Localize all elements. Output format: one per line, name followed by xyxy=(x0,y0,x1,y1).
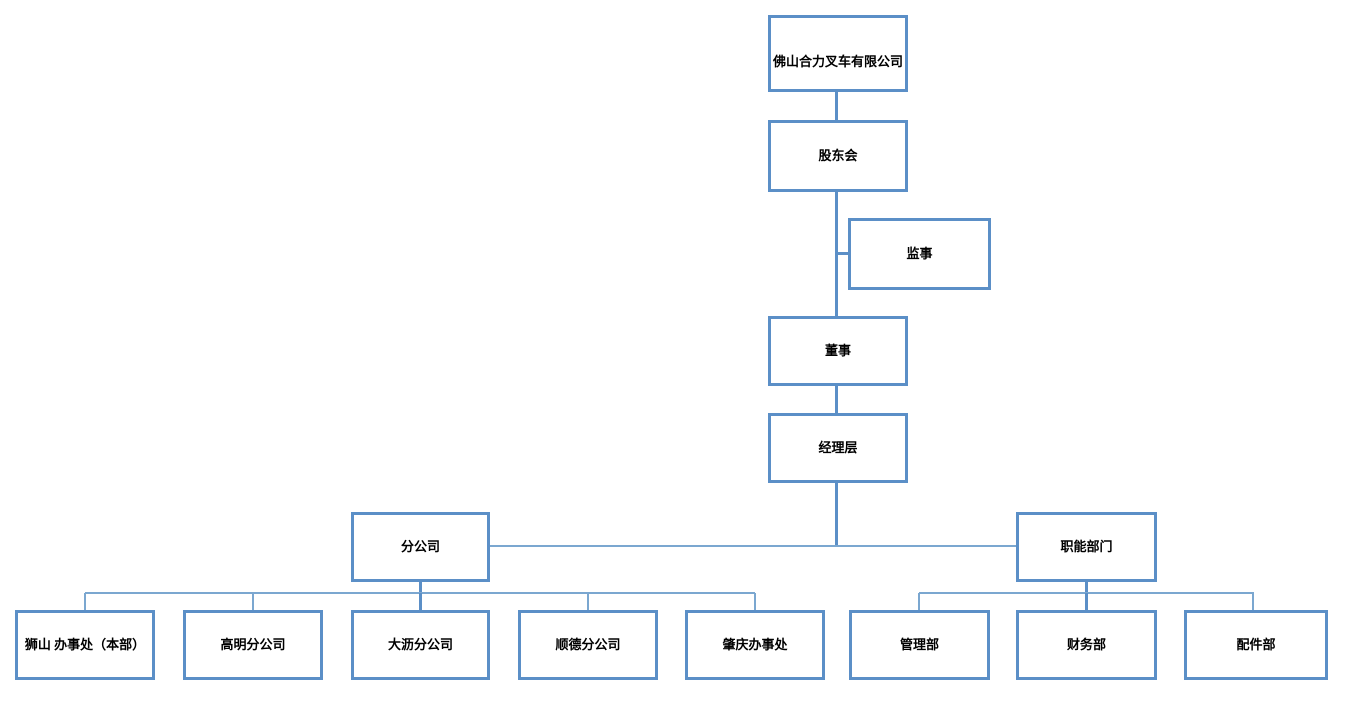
org-node-label-supervisor: 监事 xyxy=(906,246,933,262)
connector-director-to-management xyxy=(835,386,838,413)
org-node-label-functions: 职能部门 xyxy=(1060,539,1113,555)
org-node-branches[interactable]: 分公司 xyxy=(351,512,490,582)
org-node-label-parts: 配件部 xyxy=(1236,637,1276,653)
org-node-director[interactable]: 董事 xyxy=(768,316,908,386)
org-node-finance[interactable]: 财务部 xyxy=(1016,610,1157,680)
org-node-dali[interactable]: 大沥分公司 xyxy=(351,610,490,680)
org-node-gaoming[interactable]: 高明分公司 xyxy=(183,610,323,680)
org-node-label-management: 经理层 xyxy=(818,440,858,456)
org-node-shunde[interactable]: 顺德分公司 xyxy=(518,610,658,680)
org-node-label-finance: 财务部 xyxy=(1066,637,1106,653)
connector-drop-shunde xyxy=(587,593,589,611)
connector-drop-parts xyxy=(1252,593,1254,611)
org-node-label-branches: 分公司 xyxy=(400,539,440,555)
org-node-shareholders[interactable]: 股东会 xyxy=(768,120,908,192)
org-node-label-shareholders: 股东会 xyxy=(818,148,858,164)
connector-drop-dali xyxy=(419,593,422,611)
org-node-label-company: 佛山合力叉车有限公司 xyxy=(772,53,903,69)
connector-drop-zhaoqing xyxy=(754,593,756,611)
org-node-label-dali: 大沥分公司 xyxy=(387,637,453,653)
org-node-label-gaoming: 高明分公司 xyxy=(220,637,286,653)
org-node-label-shishan: 狮山 办事处（本部） xyxy=(24,637,146,653)
connector-management-down-trunk xyxy=(835,483,838,547)
org-node-label-shunde: 顺德分公司 xyxy=(555,637,621,653)
org-node-label-admin: 管理部 xyxy=(899,637,939,653)
connector-functions-drop xyxy=(1085,582,1088,594)
connector-drop-shishan xyxy=(84,593,86,611)
org-node-label-director: 董事 xyxy=(824,343,851,359)
org-node-management[interactable]: 经理层 xyxy=(768,413,908,483)
org-node-admin[interactable]: 管理部 xyxy=(849,610,990,680)
org-node-label-zhaoqing: 肇庆办事处 xyxy=(722,637,788,653)
org-node-shishan[interactable]: 狮山 办事处（本部） xyxy=(15,610,155,680)
connector-company-to-shareholders xyxy=(835,92,838,120)
connector-level5-horizontal-bus xyxy=(490,545,1016,547)
org-node-functions[interactable]: 职能部门 xyxy=(1016,512,1157,582)
connector-supervisor-stub xyxy=(836,252,848,255)
org-node-parts[interactable]: 配件部 xyxy=(1184,610,1328,680)
connector-branches-drop xyxy=(419,582,422,594)
connector-drop-gaoming xyxy=(252,593,254,611)
connector-drop-admin xyxy=(918,593,920,611)
org-node-supervisor[interactable]: 监事 xyxy=(848,218,991,290)
connector-drop-finance xyxy=(1085,593,1088,611)
org-node-company[interactable]: 佛山合力叉车有限公司 xyxy=(768,15,908,92)
org-node-zhaoqing[interactable]: 肇庆办事处 xyxy=(685,610,825,680)
